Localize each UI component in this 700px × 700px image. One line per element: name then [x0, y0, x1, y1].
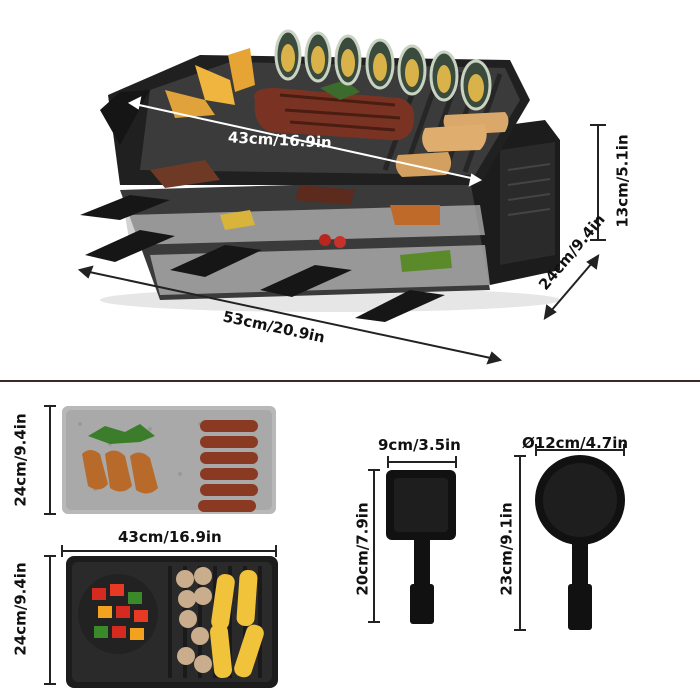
section-divider: [0, 380, 700, 382]
stone-plate: [62, 406, 276, 514]
raclette-pans: [80, 160, 452, 322]
height-dimension-line: [590, 124, 606, 241]
mussels: [274, 29, 492, 111]
mushrooms: [176, 567, 212, 673]
grill-plate-height-label: 24cm/9.4in: [11, 562, 30, 656]
stone-plate-width-label: 43cm/16.9in: [118, 528, 222, 546]
round-pan-diameter-label: Ø12cm/4.7in: [522, 434, 629, 452]
grill-plate: [66, 556, 278, 688]
depth-dimension-line: [543, 254, 600, 320]
pans-illustration: [368, 444, 625, 631]
total-length-dimension-line: [77, 265, 503, 365]
stone-height-wrap: 24cm/9.4in: [0, 413, 74, 506]
round-pan-length-label: 23cm/9.1in: [497, 502, 516, 596]
square-pan-length-wrap: 20cm/7.9in: [316, 502, 426, 595]
grill-height-wrap: 24cm/9.4in: [0, 562, 74, 655]
square-pan-length-label: 20cm/7.9in: [353, 502, 372, 596]
sausages: [198, 420, 258, 512]
height-label: 13cm/5.1in: [613, 134, 632, 228]
plates-illustration: [44, 405, 278, 688]
chicken-wings: [82, 450, 158, 494]
round-pan-length-wrap: 23cm/9.1in: [460, 502, 570, 595]
height-label-wrap: 13cm/5.1in: [566, 134, 686, 227]
square-pan-width-label: 9cm/3.5in: [378, 436, 461, 454]
potato-wedges: [165, 48, 255, 118]
corn-cobs: [210, 569, 264, 679]
plate-width-dimension-line: [127, 96, 483, 187]
raclette-grill-illustration: [77, 29, 606, 365]
square-pan: [386, 470, 456, 624]
bell-peppers: [92, 584, 148, 640]
round-pan: [535, 455, 625, 630]
stone-plate-height-label: 24cm/9.4in: [11, 413, 30, 507]
